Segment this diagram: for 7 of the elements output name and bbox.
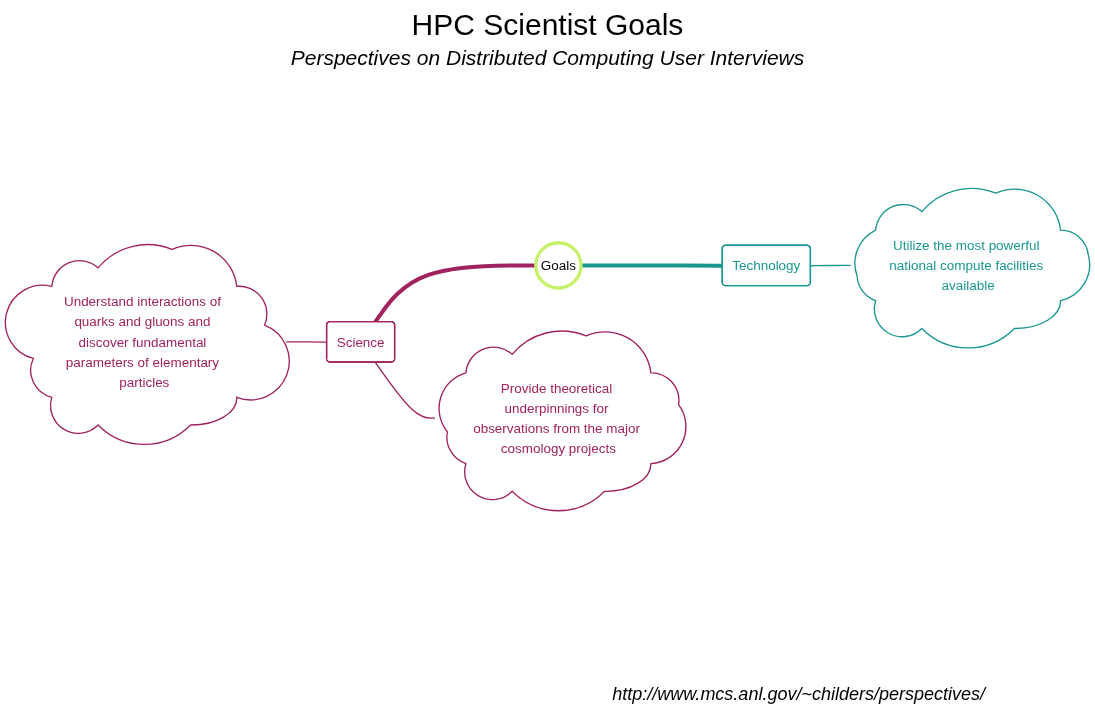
node-circle: Goals bbox=[534, 241, 583, 291]
subtitle: Perspectives on Distributed Computing User Interviews bbox=[290, 46, 805, 70]
connector bbox=[581, 263, 723, 269]
connector bbox=[810, 265, 852, 267]
source-url: http://www.mcs.anl.gov/~childers/perspectives/ bbox=[612, 684, 985, 705]
connector bbox=[374, 362, 436, 420]
diagram-title: HPC Scientist Goals bbox=[411, 8, 684, 42]
